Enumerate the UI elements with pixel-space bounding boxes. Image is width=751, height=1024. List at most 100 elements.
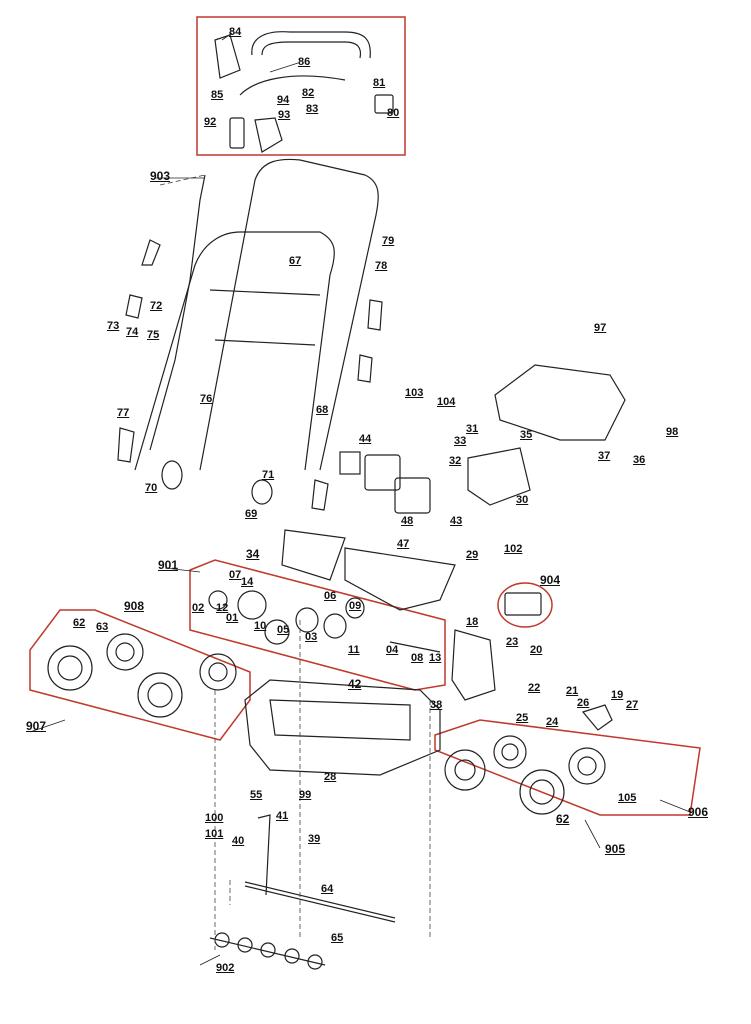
callout-907: 907 [26,719,47,733]
callout-48: 48 [401,515,414,527]
callout-76: 76 [200,393,213,405]
callout-77: 77 [117,407,130,419]
callout-14: 14 [241,576,254,588]
callout-10: 10 [254,620,267,632]
group-box-906 [434,719,701,816]
callout-40: 40 [232,835,245,847]
battery-44 [364,454,401,491]
callout-24: 24 [546,716,559,728]
callout-67: 67 [289,255,302,267]
callout-64: 64 [321,883,334,895]
callout-94: 94 [277,94,290,106]
group-box-908 [29,609,251,741]
callout-32: 32 [449,455,462,467]
callout-43: 43 [450,515,463,527]
callout-36: 36 [633,454,646,466]
callout-79: 79 [382,235,395,247]
callout-92: 92 [204,116,217,128]
callout-84: 84 [229,26,242,38]
callout-03: 03 [305,631,318,643]
callout-23: 23 [506,636,519,648]
callout-100: 100 [205,812,224,824]
callout-102: 102 [504,543,523,555]
callout-41: 41 [276,810,289,822]
callout-62-right: 62 [556,812,570,826]
callout-18: 18 [466,616,479,628]
callout-27: 27 [626,699,639,711]
callout-08: 08 [411,652,424,664]
callout-69: 69 [245,508,258,520]
callout-72: 72 [150,300,163,312]
callout-65: 65 [331,932,344,944]
callout-37: 37 [598,450,611,462]
callout-44: 44 [359,433,372,445]
callout-55: 55 [250,789,263,801]
callout-104: 104 [437,396,456,408]
callout-81: 81 [373,77,386,89]
callout-101: 101 [205,828,224,840]
callout-70: 70 [145,482,158,494]
callout-85: 85 [211,89,224,101]
callout-11: 11 [348,644,360,656]
callout-38: 38 [430,699,443,711]
callout-99: 99 [299,789,312,801]
callout-93: 93 [278,109,291,121]
callout-34: 34 [246,547,260,561]
handle-frame-67 [134,231,335,471]
hood-35 [494,364,626,441]
callout-903: 903 [150,169,171,183]
callout-80: 80 [387,107,400,119]
group-box-903 [196,16,406,156]
callout-68: 68 [316,404,329,416]
callout-25: 25 [516,712,529,724]
callout-83: 83 [306,103,319,115]
callout-75: 75 [147,329,160,341]
callout-20: 20 [530,644,543,656]
callout-33: 33 [454,435,467,447]
deck-28 [244,679,441,776]
callout-42: 42 [348,677,362,691]
callout-19: 19 [611,689,624,701]
callout-06: 06 [324,590,337,602]
callout-62-left: 62 [73,617,86,629]
callout-97: 97 [594,322,607,334]
callout-906: 906 [688,805,709,819]
cover-29 [344,547,456,611]
callout-22: 22 [528,682,541,694]
callout-21: 21 [566,685,579,697]
callout-05: 05 [277,624,290,636]
callout-904: 904 [540,573,561,587]
callout-29: 29 [466,549,479,561]
callout-73: 73 [107,320,120,332]
callout-31: 31 [466,423,479,435]
callout-71: 71 [262,469,275,481]
callout-13: 13 [429,652,442,664]
callout-01: 01 [226,612,239,624]
callout-12: 12 [216,602,229,614]
callout-905: 905 [605,842,626,856]
callout-07: 07 [229,569,242,581]
callout-28: 28 [324,771,337,783]
callout-98: 98 [666,426,679,438]
callout-35: 35 [520,429,533,441]
group-circle-904 [497,582,553,628]
callout-82: 82 [302,87,315,99]
callout-103: 103 [405,387,424,399]
callout-86: 86 [298,56,311,68]
callout-30: 30 [516,494,529,506]
callout-74: 74 [126,326,139,338]
callout-63: 63 [96,621,109,633]
callout-902: 902 [216,962,235,974]
callout-105: 105 [618,792,637,804]
wheel-right-a [444,749,486,791]
callout-39: 39 [308,833,321,845]
callout-78: 78 [375,260,388,272]
callout-04: 04 [386,644,399,656]
cover-34 [281,529,346,581]
callout-47: 47 [397,538,410,550]
handle-bar-86 [251,31,371,59]
callout-02: 02 [192,602,205,614]
group-box-901 [189,559,446,691]
